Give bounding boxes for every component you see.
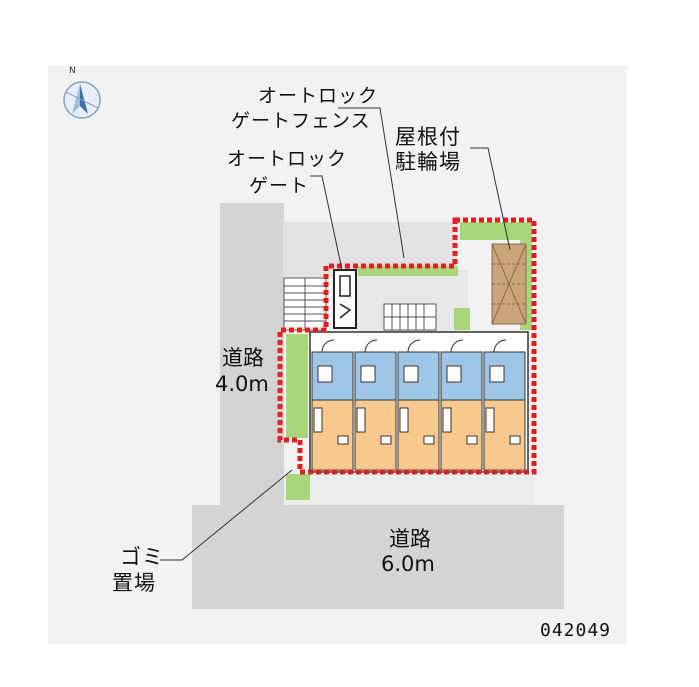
closet-icon <box>442 407 452 433</box>
aircon-icon <box>466 435 478 445</box>
apartment-unit <box>311 339 354 471</box>
compass-icon <box>63 81 101 119</box>
label-road-west-width: 4.0m <box>215 372 269 396</box>
greenery-northeast <box>460 222 532 240</box>
label-autolock-fence-line1: オートロック <box>258 85 379 107</box>
apartment-unit <box>354 339 397 471</box>
aircon-icon <box>423 435 435 445</box>
leader-autolock-gate <box>310 175 343 271</box>
road-south <box>192 505 564 609</box>
leader-lines <box>160 107 511 561</box>
bath-fixture-icon <box>403 365 419 383</box>
closet-icon <box>485 407 495 433</box>
bike-parking-icon <box>491 243 527 325</box>
bath-fixture-icon <box>317 365 333 383</box>
label-garbage-line2: 置場 <box>112 571 156 595</box>
bath-fixture-icon <box>446 365 462 383</box>
closet-icon <box>399 407 409 433</box>
autolock-gate-icon <box>333 269 357 329</box>
leader-roof-bike <box>470 147 511 251</box>
leader-garbage <box>160 469 293 561</box>
unit-living-room <box>354 399 397 471</box>
label-roof-bike-line2: 駐輪場 <box>395 150 461 174</box>
label-road-west-name: 道路 <box>222 346 264 370</box>
label-road-south-name: 道路 <box>389 527 431 551</box>
bath-fixture-icon <box>489 365 505 383</box>
sidewalk <box>284 470 534 505</box>
label-autolock-gate-line2: ゲート <box>249 175 310 197</box>
label-road-south-width: 6.0m <box>381 552 435 576</box>
label-autolock-fence-line2: ゲートフェンス <box>231 110 371 132</box>
label-garbage-line1: ゴミ <box>120 545 164 569</box>
apartment-building <box>309 331 529 473</box>
property-code: 042049 <box>540 620 612 641</box>
property-boundary <box>277 217 537 475</box>
bath-fixture-icon <box>360 365 376 383</box>
apartment-unit <box>483 339 526 471</box>
door-swing-icon <box>321 339 335 353</box>
leader-autolock-fence <box>338 107 405 259</box>
apartment-unit <box>440 339 483 471</box>
aircon-icon <box>380 435 392 445</box>
greenery-south <box>286 474 310 500</box>
door-swing-icon <box>493 339 507 353</box>
road-west <box>220 203 284 505</box>
label-autolock-gate-line1: オートロック <box>227 148 348 170</box>
label-roof-bike-line1: 屋根付 <box>395 125 461 149</box>
stairs-left-icon <box>283 277 327 331</box>
apartment-unit <box>397 339 440 471</box>
door-swing-icon <box>364 339 378 353</box>
door-swing-icon <box>407 339 421 353</box>
stairs-center-icon <box>383 303 437 331</box>
door-swing-icon <box>450 339 464 353</box>
aircon-icon <box>509 435 521 445</box>
greenery-north <box>358 266 458 276</box>
greenery-west <box>286 334 308 438</box>
greenery-small <box>454 308 470 330</box>
aircon-icon <box>337 435 349 445</box>
compass-north-label: N <box>69 66 76 76</box>
closet-icon <box>313 407 323 433</box>
closet-icon <box>356 407 366 433</box>
